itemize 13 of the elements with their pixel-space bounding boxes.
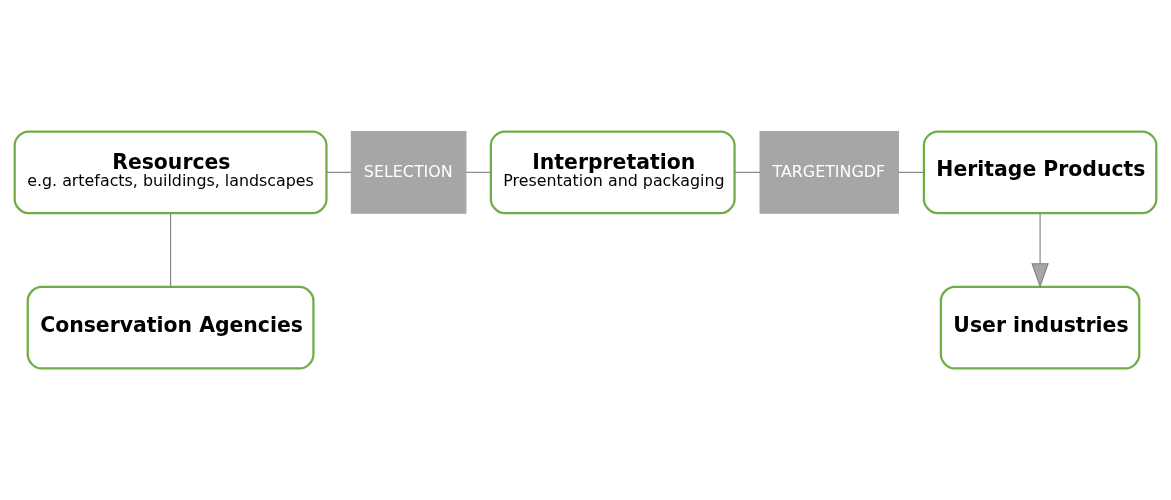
connector: [326, 171, 352, 173]
node-box: Heritage Products: [922, 130, 1158, 215]
connector: [170, 212, 172, 287]
node-box: Interpretation Presentation and packaging: [489, 130, 736, 215]
node-box: Resources e.g. artefacts, buildings, landscapes: [13, 130, 328, 215]
node-box: User industries: [939, 285, 1141, 370]
connector: [897, 171, 925, 173]
node-box: TARGETINGDF: [759, 130, 899, 214]
connector: [734, 171, 761, 173]
arrow: [1031, 212, 1049, 289]
node-box: Conservation Agencies: [26, 285, 315, 370]
node-box: SELECTION: [350, 130, 467, 214]
connector: [465, 171, 492, 173]
